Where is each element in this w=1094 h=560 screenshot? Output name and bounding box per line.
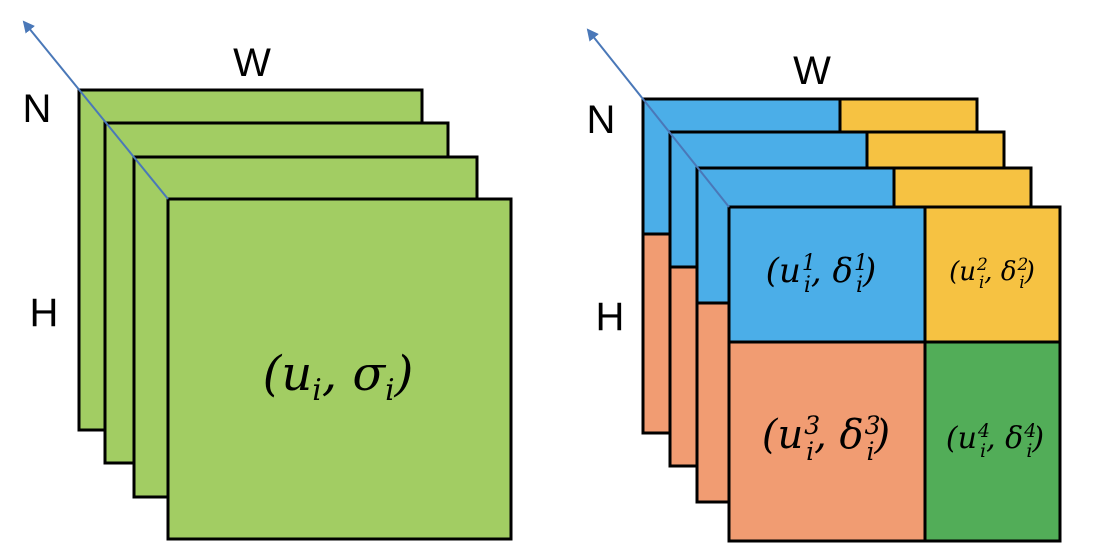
right-width-label: W	[793, 49, 831, 93]
front-quadrant-4	[923, 340, 1062, 543]
front-quadrant-2	[923, 205, 1062, 344]
left-tensor-stack	[77, 88, 513, 541]
right-layer-front	[727, 205, 1062, 543]
right-height-label: H	[596, 295, 625, 339]
left-cell-formula: (ui, σi)	[263, 346, 414, 408]
front-quadrant-3	[727, 340, 927, 543]
left-batch-axis-arrow	[22, 20, 169, 200]
left-width-label: W	[233, 41, 271, 85]
front-quadrant-1	[727, 205, 927, 344]
right-batch-label: N	[587, 98, 616, 142]
right-batch-axis-arrow	[586, 28, 730, 208]
left-batch-label: N	[23, 87, 52, 131]
left-layer-front	[166, 197, 513, 541]
right-tensor-stack	[641, 97, 1062, 543]
left-height-label: H	[30, 291, 59, 335]
